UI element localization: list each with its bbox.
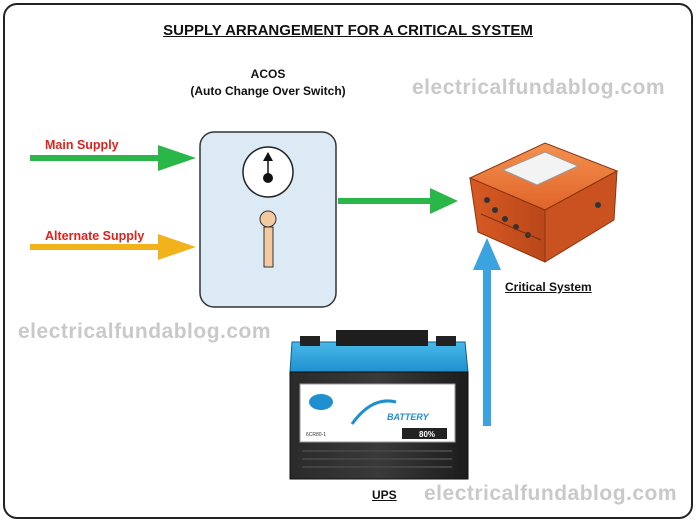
main-supply-label: Main Supply xyxy=(45,138,119,152)
diagram-title: SUPPLY ARRANGEMENT FOR A CRITICAL SYSTEM xyxy=(163,22,533,39)
acos-label: ACOS xyxy=(250,67,286,81)
acos-description: (Auto Change Over Switch) xyxy=(190,84,346,98)
key-slot-head xyxy=(259,210,277,228)
battery-percent: 80% xyxy=(419,430,435,439)
ups-arrow xyxy=(473,238,501,426)
watermark-bottom: electricalfundablog.com xyxy=(424,482,678,505)
acos-switch-box xyxy=(199,131,337,308)
ups-label: UPS xyxy=(372,488,397,502)
watermark-top: electricalfundablog.com xyxy=(412,76,666,99)
output-arrow xyxy=(338,188,458,214)
main-supply-arrow xyxy=(30,145,196,171)
battery-brand: BATTERY xyxy=(387,412,430,422)
critical-system-label: Critical System xyxy=(505,280,592,294)
critical-system-icon xyxy=(468,142,619,263)
alternate-supply-label: Alternate Supply xyxy=(45,229,145,243)
key-slot-body xyxy=(263,226,274,268)
ups-battery-icon: BATTERY 80% 6CR80-1 xyxy=(289,330,469,480)
battery-model: 6CR80-1 xyxy=(306,432,326,438)
alternate-supply-arrow xyxy=(30,234,196,260)
watermark-middle: electricalfundablog.com xyxy=(18,320,272,343)
